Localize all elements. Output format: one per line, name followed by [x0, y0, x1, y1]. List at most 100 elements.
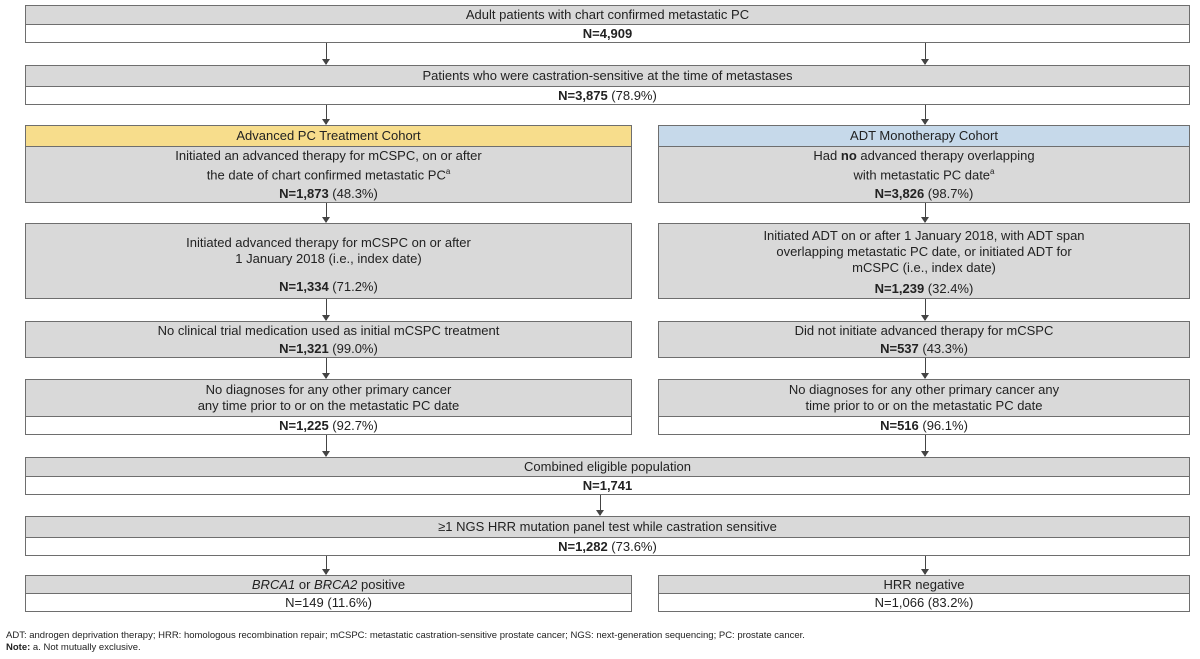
- count-bold: N=1,873: [279, 186, 329, 201]
- box-label-bold: no: [840, 148, 857, 164]
- box-label: with metastatic PC datea: [853, 164, 994, 183]
- count-bold: N=1,239: [874, 281, 925, 296]
- box-label: overlapping metastatic PC date, or initi…: [776, 244, 1072, 259]
- arrow: [921, 435, 929, 457]
- box-text: BRCA1 or BRCA2 positive: [26, 576, 631, 593]
- box-no-other-cancer-right: No diagnoses for any other primary cance…: [658, 379, 1190, 435]
- count-text: N=1,066 (83.2%): [874, 595, 974, 610]
- count-percent: (73.6%): [607, 539, 657, 554]
- box-brca-positive: BRCA1 or BRCA2 positive N=149 (11.6%): [25, 575, 632, 612]
- arrow: [322, 435, 330, 457]
- gene-name: BRCA2: [314, 576, 358, 592]
- box-text: No diagnoses for any other primary cance…: [659, 380, 1189, 416]
- count-percent: (43.3%): [918, 341, 968, 356]
- box-label: No diagnoses for any other primary cance…: [205, 382, 452, 397]
- box-advanced-cohort: Advanced PC Treatment Cohort Initiated a…: [25, 125, 632, 203]
- count-bold: N=1,225: [279, 418, 329, 433]
- note-text: a. Not mutually exclusive.: [30, 642, 141, 653]
- box-label: Did not initiate advanced therapy for mC…: [794, 323, 1054, 338]
- box-label-part: or: [295, 576, 315, 592]
- box-label-part: positive: [357, 576, 406, 592]
- box-label: the date of chart confirmed metastatic P…: [207, 164, 451, 183]
- arrow: [921, 299, 929, 321]
- arrow: [322, 556, 330, 575]
- box-count: N=1,873 (48.3%): [26, 185, 631, 202]
- count-bold: N=1,334: [279, 279, 329, 294]
- box-label: Initiated an advanced therapy for mCSPC,…: [175, 148, 482, 164]
- box-adt-index-date: Initiated ADT on or after 1 January 2018…: [658, 223, 1190, 299]
- box-advanced-index-date: Initiated advanced therapy for mCSPC on …: [25, 223, 632, 299]
- count-percent: (32.4%): [924, 281, 974, 296]
- box-count: N=537 (43.3%): [659, 340, 1189, 357]
- footer-abbreviations: ADT: androgen deprivation therapy; HRR: …: [6, 630, 805, 641]
- box-label: Initiated advanced therapy for mCSPC on …: [186, 235, 471, 250]
- box-text: Initiated advanced therapy for mCSPC on …: [26, 224, 631, 278]
- box-text: HRR negative: [659, 576, 1189, 593]
- footer-note: Note: a. Not mutually exclusive.: [6, 642, 141, 654]
- footnote-marker: a: [990, 167, 995, 177]
- footnote-marker: a: [445, 167, 451, 177]
- box-adt-cohort: ADT Monotherapy Cohort Had no advanced t…: [658, 125, 1190, 203]
- box-label: No diagnoses for any other primary cance…: [788, 382, 1060, 397]
- count-bold: N=4,909: [582, 26, 633, 41]
- box-count: N=3,826 (98.7%): [659, 185, 1189, 202]
- box-label: 1 January 2018 (i.e., index date): [235, 251, 422, 266]
- box-no-advanced-therapy: Did not initiate advanced therapy for mC…: [658, 321, 1190, 358]
- box-hrr-negative: HRR negative N=1,066 (83.2%): [658, 575, 1190, 612]
- count-percent: (92.7%): [328, 418, 378, 433]
- box-label: time prior to or on the metastatic PC da…: [805, 398, 1043, 413]
- box-label: Had no advanced therapy overlapping: [813, 148, 1034, 164]
- box-label: Initiated ADT on or after 1 January 2018…: [763, 228, 1085, 243]
- box-label: Adult patients with chart confirmed meta…: [465, 7, 750, 22]
- count-bold: N=1,282: [558, 539, 608, 554]
- box-count: N=1,066 (83.2%): [659, 593, 1189, 611]
- arrow: [322, 43, 330, 65]
- box-count: N=1,741: [26, 476, 1189, 494]
- box-count: N=4,909: [26, 24, 1189, 42]
- arrow: [322, 105, 330, 125]
- arrow: [921, 43, 929, 65]
- count-percent: (96.1%): [918, 418, 968, 433]
- box-label-part: advanced therapy overlapping: [856, 148, 1035, 164]
- box-label: HRR negative: [883, 576, 965, 592]
- box-ngs-test: ≥1 NGS HRR mutation panel test while cas…: [25, 516, 1190, 556]
- count-percent: (48.3%): [328, 186, 378, 201]
- box-label: ≥1 NGS HRR mutation panel test while cas…: [438, 519, 777, 534]
- box-count: N=149 (11.6%): [26, 593, 631, 611]
- arrow: [322, 358, 330, 379]
- gene-name: BRCA1: [251, 576, 296, 592]
- box-count: N=1,225 (92.7%): [26, 416, 631, 434]
- box-count: N=1,321 (99.0%): [26, 340, 631, 357]
- box-label: BRCA1 or BRCA2 positive: [252, 577, 405, 593]
- box-text: No diagnoses for any other primary cance…: [26, 380, 631, 416]
- box-count: N=1,282 (73.6%): [26, 537, 1189, 555]
- arrow: [921, 358, 929, 379]
- count-bold: N=516: [880, 418, 919, 433]
- box-text: Adult patients with chart confirmed meta…: [26, 6, 1189, 24]
- count-percent: (98.7%): [924, 186, 974, 201]
- count-bold: N=537: [880, 341, 919, 356]
- arrow: [921, 556, 929, 575]
- count-text: N=149 (11.6%): [285, 595, 372, 610]
- box-text: Initiated an advanced therapy for mCSPC,…: [26, 147, 631, 185]
- box-text: Did not initiate advanced therapy for mC…: [659, 322, 1189, 340]
- box-no-clinical-trial: No clinical trial medication used as ini…: [25, 321, 632, 358]
- arrow: [596, 495, 604, 516]
- box-count: N=1,334 (71.2%): [26, 278, 631, 298]
- box-label-part: the date of chart confirmed metastatic P…: [206, 167, 446, 183]
- count-percent: (99.0%): [328, 341, 378, 356]
- count-percent: (71.2%): [328, 279, 378, 294]
- arrow: [921, 105, 929, 125]
- cohort-header-advanced: Advanced PC Treatment Cohort: [26, 126, 631, 147]
- count-bold: N=1,321: [279, 341, 329, 356]
- box-castration-sensitive: Patients who were castration-sensitive a…: [25, 65, 1190, 105]
- count-bold: N=3,826: [874, 186, 925, 201]
- box-text: Combined eligible population: [26, 458, 1189, 476]
- arrow: [322, 203, 330, 223]
- count-percent: (78.9%): [607, 88, 657, 103]
- box-text: Patients who were castration-sensitive a…: [26, 66, 1189, 86]
- count-bold: N=1,741: [582, 478, 633, 493]
- box-combined-population: Combined eligible population N=1,741: [25, 457, 1190, 495]
- box-no-other-cancer-left: No diagnoses for any other primary cance…: [25, 379, 632, 435]
- note-label: Note:: [6, 642, 31, 653]
